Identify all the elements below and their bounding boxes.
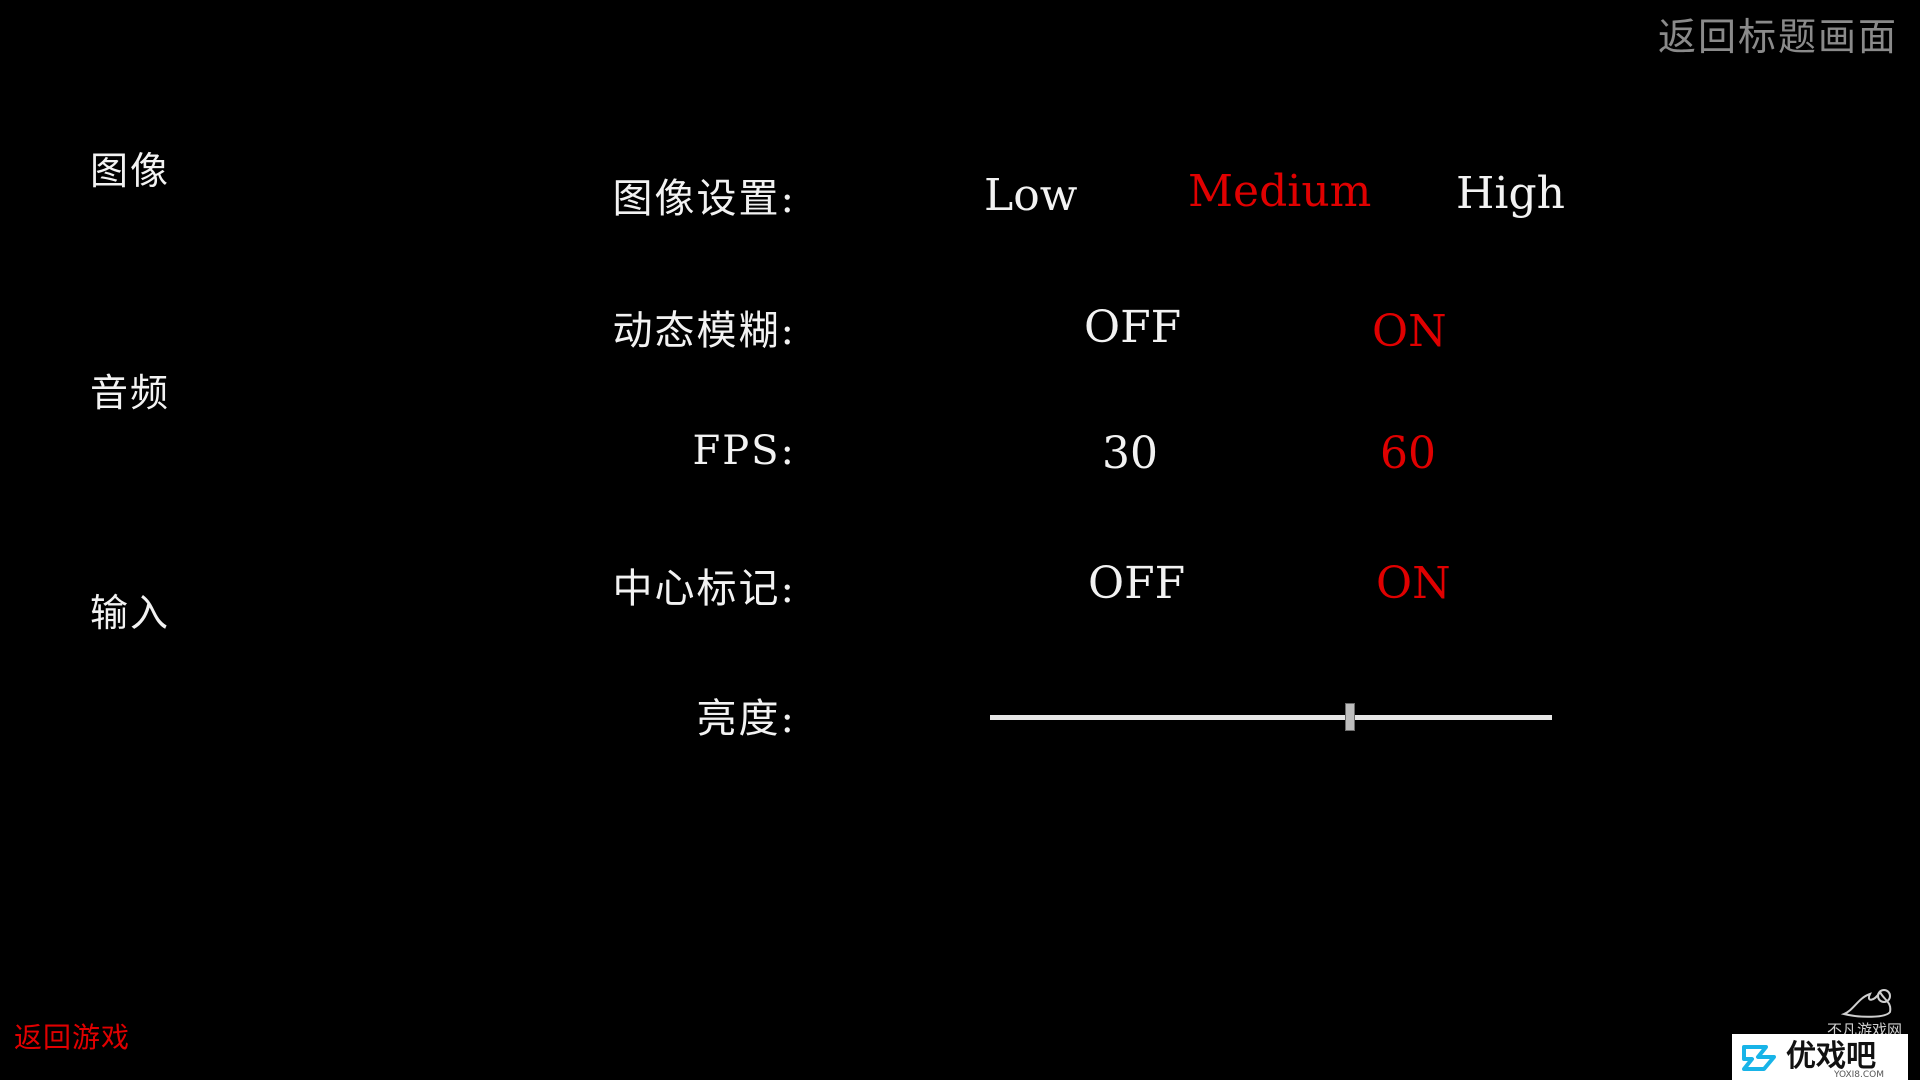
graphics-quality-low-option[interactable]: Low — [984, 170, 1078, 221]
motion-blur-on-option[interactable]: ON — [1372, 306, 1447, 357]
graphics-quality-high-option[interactable]: High — [1456, 168, 1565, 219]
crosshair-on-option[interactable]: ON — [1376, 558, 1451, 609]
watermark-sub-text: YOXI8.COM — [1833, 1070, 1884, 1080]
motion-blur-off-option[interactable]: OFF — [1084, 302, 1182, 353]
motion-blur-label: 动态模糊: — [612, 308, 796, 354]
sidebar-item-input[interactable]: 输入 — [90, 591, 171, 635]
graphics-quality-medium-option[interactable]: Medium — [1188, 166, 1372, 217]
watermark-brand-text: 优戏吧 — [1786, 1039, 1876, 1074]
crosshair-off-option[interactable]: OFF — [1088, 558, 1186, 609]
fps-60-option[interactable]: 60 — [1380, 428, 1436, 479]
crosshair-label: 中心标记: — [612, 566, 796, 612]
brightness-slider-thumb[interactable] — [1344, 703, 1355, 731]
sidebar-item-graphics[interactable]: 图像 — [90, 149, 171, 193]
watermark-top: 不凡游戏网 — [1792, 984, 1902, 1040]
fps-30-option[interactable]: 30 — [1102, 428, 1158, 479]
fps-label: FPS: — [692, 428, 796, 474]
back-to-title-button[interactable]: 返回标题画面 — [1657, 15, 1898, 59]
brightness-slider-track[interactable] — [990, 715, 1552, 720]
sidebar-item-audio[interactable]: 音频 — [90, 371, 171, 415]
flame-logo-icon — [1840, 989, 1892, 1018]
brand-logo-icon — [1742, 1045, 1776, 1071]
graphics-quality-label: 图像设置: — [612, 176, 796, 222]
return-to-game-button[interactable]: 返回游戏 — [14, 1021, 131, 1054]
brightness-label: 亮度: — [696, 696, 796, 742]
watermark-logo: 优戏吧 YOXI8.COM — [1732, 1034, 1908, 1080]
